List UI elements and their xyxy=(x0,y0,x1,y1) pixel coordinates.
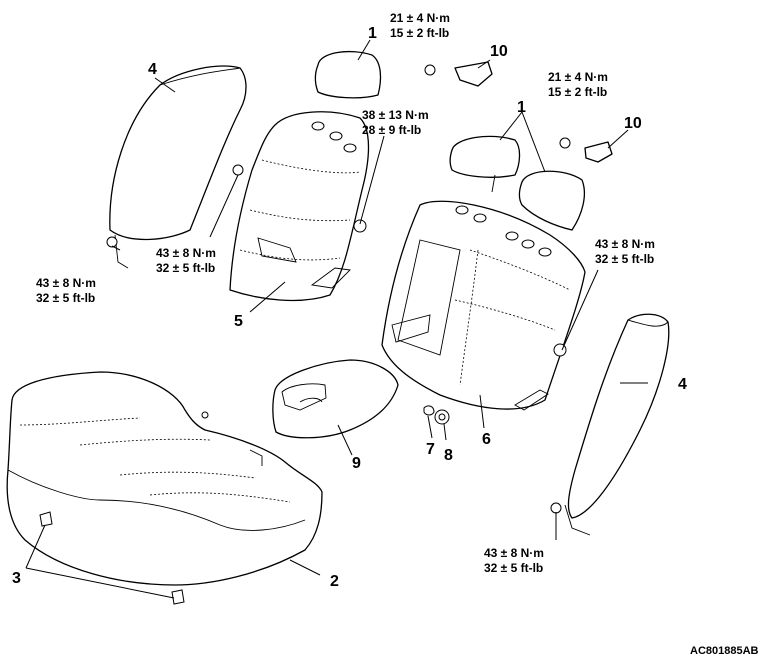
callout-2-seat-cushion: 2 xyxy=(330,573,339,590)
callout-4-right-bolster: 4 xyxy=(678,376,687,393)
side-bolster-left xyxy=(106,65,247,269)
figure-code: AC801885AB xyxy=(690,645,759,657)
bolt-7 xyxy=(423,405,435,416)
torque-top-nm: 21 ± 4 N·m xyxy=(390,11,450,25)
side-bolster-right xyxy=(550,313,670,536)
callout-5-left-seatback: 5 xyxy=(234,313,243,330)
headrest-left xyxy=(314,50,382,99)
armrest xyxy=(272,359,399,439)
callout-9-armrest: 9 xyxy=(352,455,361,472)
headrest-right-pair xyxy=(449,135,586,231)
seatback-left xyxy=(229,111,370,302)
callout-8-nut: 8 xyxy=(444,447,453,464)
torque-bottom-ftlb: 32 ± 5 ft-lb xyxy=(484,561,543,575)
torque-mid-ftlb: 28 ± 9 ft-lb xyxy=(362,123,421,137)
callout-10-right-bracket: 10 xyxy=(624,115,642,132)
leader-lines xyxy=(25,39,648,599)
torque-center-nm: 43 ± 8 N·m xyxy=(156,246,216,260)
torque-mid-nm: 38 ± 13 N·m xyxy=(362,108,429,122)
callout-4-left-bolster: 4 xyxy=(148,61,157,78)
callout-3-clips: 3 xyxy=(12,570,21,587)
torque-top-ftlb: 15 ± 2 ft-lb xyxy=(390,26,449,40)
bracket-top xyxy=(424,61,493,87)
callout-6-right-seatback: 6 xyxy=(482,431,491,448)
seatback-right xyxy=(381,200,586,411)
clips-3 xyxy=(39,511,185,605)
torque-right-nm: 21 ± 4 N·m xyxy=(548,70,608,84)
torque-rside-ftlb: 32 ± 5 ft-lb xyxy=(595,252,654,266)
seat-cushion xyxy=(6,371,323,586)
torque-rside-nm: 43 ± 8 N·m xyxy=(595,237,655,251)
callout-10-top-bracket: 10 xyxy=(490,43,508,60)
callout-1-right-headrests: 1 xyxy=(517,99,526,116)
torque-center-ftlb: 32 ± 5 ft-lb xyxy=(156,261,215,275)
torque-left-ftlb: 32 ± 5 ft-lb xyxy=(36,291,95,305)
nut-8 xyxy=(434,409,450,425)
torque-right-ftlb: 15 ± 2 ft-lb xyxy=(548,85,607,99)
callout-1-left-headrest: 1 xyxy=(368,25,377,42)
bracket-right xyxy=(559,137,613,163)
torque-left-nm: 43 ± 8 N·m xyxy=(36,276,96,290)
callout-7-bolt: 7 xyxy=(426,441,435,458)
torque-bottom-nm: 43 ± 8 N·m xyxy=(484,546,544,560)
